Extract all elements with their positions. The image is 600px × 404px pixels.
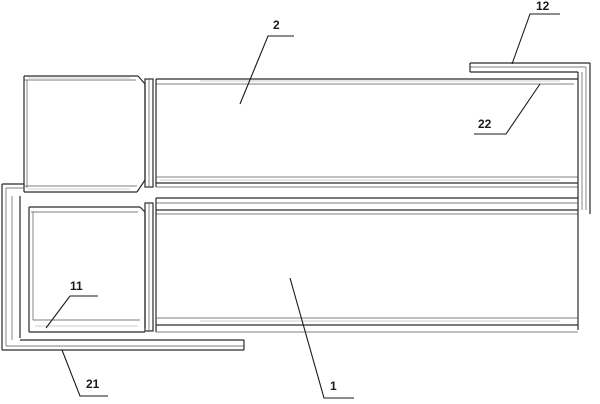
callout-11: 11 (45, 279, 98, 329)
label-11: 11 (70, 279, 83, 293)
lower-joint (144, 202, 154, 332)
upper-left-segment (23, 75, 146, 193)
label-1: 1 (330, 379, 337, 393)
lower-left-segment (28, 206, 146, 333)
label-22: 22 (478, 117, 492, 131)
callout-22: 22 (474, 83, 541, 135)
callout-21: 21 (61, 349, 108, 397)
label-12: 12 (536, 0, 550, 13)
label-21: 21 (86, 377, 100, 391)
lower-tube-assembly (1, 183, 579, 351)
callout-12: 12 (511, 0, 560, 65)
callout-1: 1 (289, 277, 354, 399)
callout-2: 2 (239, 18, 294, 105)
right-bracket (469, 62, 591, 214)
lower-long-tube (155, 197, 579, 333)
label-2: 2 (273, 18, 280, 32)
upper-joint (144, 78, 154, 188)
left-bracket (1, 183, 245, 351)
upper-long-tube (155, 78, 578, 188)
upper-tube-assembly (23, 62, 591, 214)
